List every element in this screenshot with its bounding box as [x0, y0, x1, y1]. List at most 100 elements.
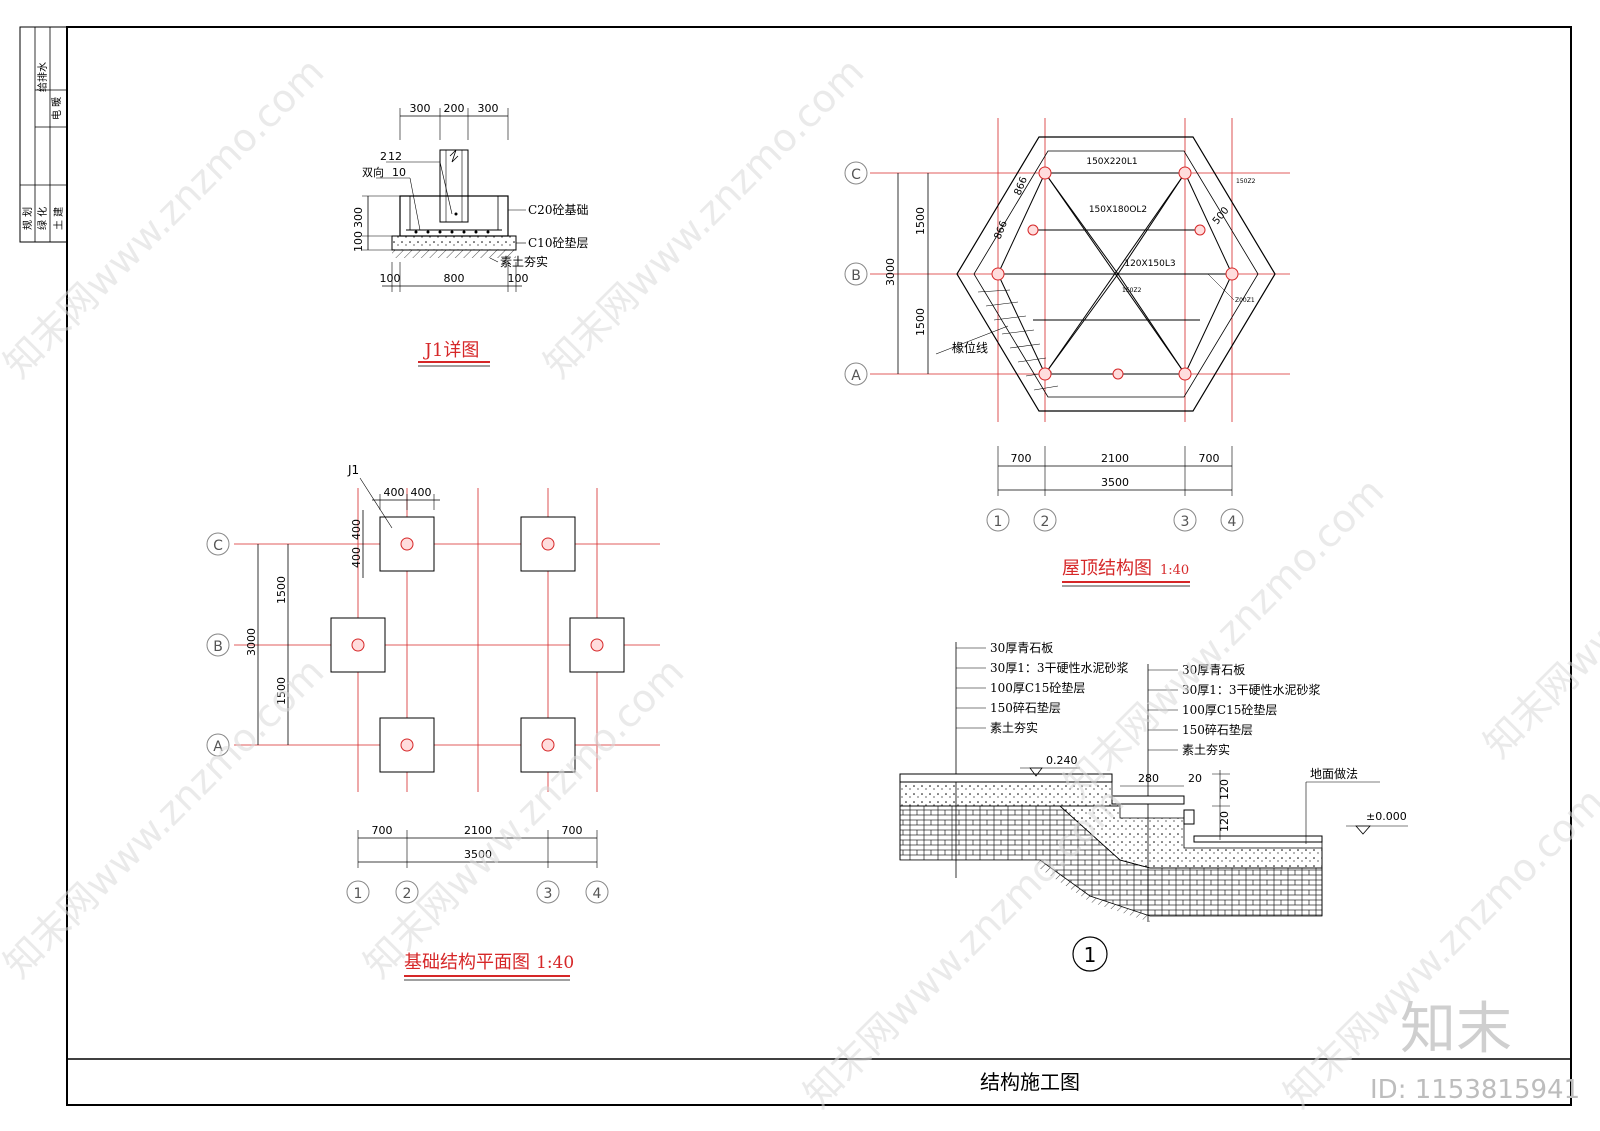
side-label-civil: 土 建 — [52, 207, 65, 230]
foundation-dim-v-1: 1500 — [275, 576, 288, 604]
side-label-plumbing: 给排水 — [36, 62, 49, 92]
j1-dim-bottom-2: 800 — [444, 272, 465, 285]
section-left-layer-5: 素土夯实 — [990, 720, 1038, 735]
section-dim-120-a: 120 — [1218, 779, 1231, 800]
roof-axis-1: 1 — [994, 514, 1003, 530]
roof-small-tag-2: 150Z2 — [1122, 287, 1142, 294]
section-dim-120-b: 120 — [1218, 811, 1231, 832]
watermark-site-3: 知末网www.znzmo.com — [0, 649, 332, 986]
j1-dim-top-2: 200 — [444, 102, 465, 115]
watermark-site-4: 知末网www.znzmo.com — [355, 649, 692, 986]
section-right-layer-1: 30厚青石板 — [1182, 663, 1245, 677]
section-left-layer-1: 30厚青石板 — [990, 641, 1053, 655]
roof-dim-866-top: 866 — [1013, 175, 1030, 197]
section-dim-20: 20 — [1188, 772, 1202, 785]
foundation-dim-v-2: 1500 — [275, 677, 288, 705]
step-section: 30厚青石板 30厚1：3干硬性水泥砂浆 100厚C15砼垫层 150碎石垫层 … — [899, 641, 1408, 972]
watermark-site-7: 知末网www.znzmo.com — [1275, 779, 1600, 1116]
roof-axis-3: 3 — [1181, 514, 1190, 530]
roof-dim-h-3: 700 — [1199, 452, 1220, 465]
foundation-dim-left-2: 400 — [350, 547, 363, 568]
roof-dim-v-2: 1500 — [914, 308, 927, 336]
roof-dim-v-total: 3000 — [884, 258, 897, 286]
foundation-axis-3: 3 — [544, 886, 553, 902]
section-right-layer-5: 素土夯实 — [1182, 742, 1230, 757]
roof-axis-b: B — [851, 268, 861, 284]
j1-rebar-count: 2 — [380, 150, 387, 163]
section-callout: 1 — [1084, 943, 1097, 967]
roof-beam-l2: 150X180OL2 — [1089, 205, 1147, 215]
roof-dim-h-total: 3500 — [1101, 476, 1129, 489]
j1-dim-top-3: 300 — [478, 102, 499, 115]
sheet-frame — [19, 26, 1572, 1106]
foundation-dim-h-1: 700 — [372, 824, 393, 837]
section-left-layer-3: 100厚C15砼垫层 — [990, 680, 1085, 695]
roof-axis-4: 4 — [1228, 514, 1237, 530]
j1-dim-bottom-1: 100 — [380, 272, 401, 285]
roof-scale: 1:40 — [1160, 563, 1189, 578]
roof-rafter-label: 椽位线 — [952, 340, 988, 355]
foundation-dim-top-2: 400 — [411, 486, 432, 499]
roof-small-tag-1: 150Z2 — [1236, 178, 1256, 185]
foundation-dim-top-1: 400 — [384, 486, 405, 499]
foundation-dim-h-3: 700 — [562, 824, 583, 837]
foundation-title: 基础结构平面图 — [404, 952, 530, 973]
section-right-layer-2: 30厚1：3干硬性水泥砂浆 — [1182, 682, 1321, 697]
roof-dim-h-2: 2100 — [1101, 452, 1129, 465]
section-left-layer-2: 30厚1：3干硬性水泥砂浆 — [990, 660, 1129, 675]
roof-axis-c: C — [851, 167, 861, 183]
watermark-id: ID: 1153815941 — [1370, 1075, 1580, 1105]
foundation-axis-a: A — [213, 739, 223, 755]
roof-dim-v-1: 1500 — [914, 207, 927, 235]
j1-rebar-2-size: 10 — [392, 166, 406, 179]
watermark: 知末网www.znzmo.com 知末网www.znzmo.com 知末网www… — [0, 49, 1600, 1116]
foundation-axis-1: 1 — [354, 886, 363, 902]
roof-dim-h-1: 700 — [1011, 452, 1032, 465]
drawing-title: 结构施工图 — [980, 1070, 1080, 1094]
j1-layer-soil: 素土夯实 — [500, 254, 548, 269]
j1-layer-c20: C20砼基础 — [528, 203, 588, 217]
foundation-dim-left-1: 400 — [350, 519, 363, 540]
foundation-axis-2: 2 — [403, 886, 412, 902]
foundation-dim-h-total: 3500 — [464, 848, 492, 861]
j1-rebar-size: 12 — [388, 150, 402, 163]
side-label-landscape: 绿 化 — [36, 207, 49, 230]
foundation-axis-4: 4 — [593, 886, 602, 902]
foundation-plan: J1 400 400 400 400 1500 1500 3000 C B A … — [206, 463, 660, 981]
foundation-dim-v-total: 3000 — [245, 628, 258, 656]
j1-detail: 300 200 300 2 12 双向 10 C20砼基础 C1 — [352, 102, 588, 367]
j1-dim-bottom-3: 100 — [508, 272, 529, 285]
foundation-j1-tag: J1 — [347, 463, 359, 477]
foundation-axis-c: C — [213, 538, 223, 554]
j1-rebar-both-ways: 双向 — [362, 165, 384, 179]
section-dim-280: 280 — [1138, 772, 1159, 785]
roof-axis-a: A — [851, 368, 861, 384]
side-table-text: 给排水 电 暖 规 划 绿 化 土 建 — [21, 62, 65, 230]
watermark-site-2: 知末网www.znzmo.com — [535, 49, 872, 386]
j1-dim-left-300: 300 — [352, 207, 365, 228]
j1-layer-c10: C10砼垫层 — [528, 235, 588, 250]
watermark-site-8: 知末网www.znzmo.com — [1475, 429, 1600, 766]
side-label-planning: 规 划 — [21, 207, 34, 230]
j1-title: J1详图 — [423, 340, 480, 361]
roof-dim-866-bottom: 866 — [993, 219, 1010, 241]
side-label-electric: 电 暖 — [50, 97, 63, 120]
foundation-axis-b: B — [213, 639, 223, 655]
roof-plan: 150X220L1 150X180OL2 120X150L3 866 866 5… — [844, 118, 1290, 587]
section-right-layer-3: 100厚C15砼垫层 — [1182, 702, 1277, 717]
section-elevation-top: 0.240 — [1046, 754, 1078, 767]
roof-dim-500: 500 — [1211, 205, 1232, 227]
roof-beam-l3: 120X150L3 — [1124, 259, 1175, 269]
roof-axis-2: 2 — [1041, 514, 1050, 530]
j1-dim-top-1: 300 — [410, 102, 431, 115]
section-left-layer-4: 150碎石垫层 — [990, 700, 1061, 715]
roof-small-tag-3: Z00Z1 — [1235, 297, 1255, 304]
section-ground-label: 地面做法 — [1310, 766, 1358, 781]
section-elevation-ground: ±0.000 — [1366, 810, 1407, 823]
j1-dim-left-100: 100 — [352, 231, 365, 252]
foundation-scale: 1:40 — [536, 953, 574, 973]
roof-beam-l1: 150X220L1 — [1086, 157, 1137, 167]
watermark-logo: 知末 — [1400, 997, 1512, 1062]
roof-title: 屋顶结构图 — [1062, 558, 1152, 579]
